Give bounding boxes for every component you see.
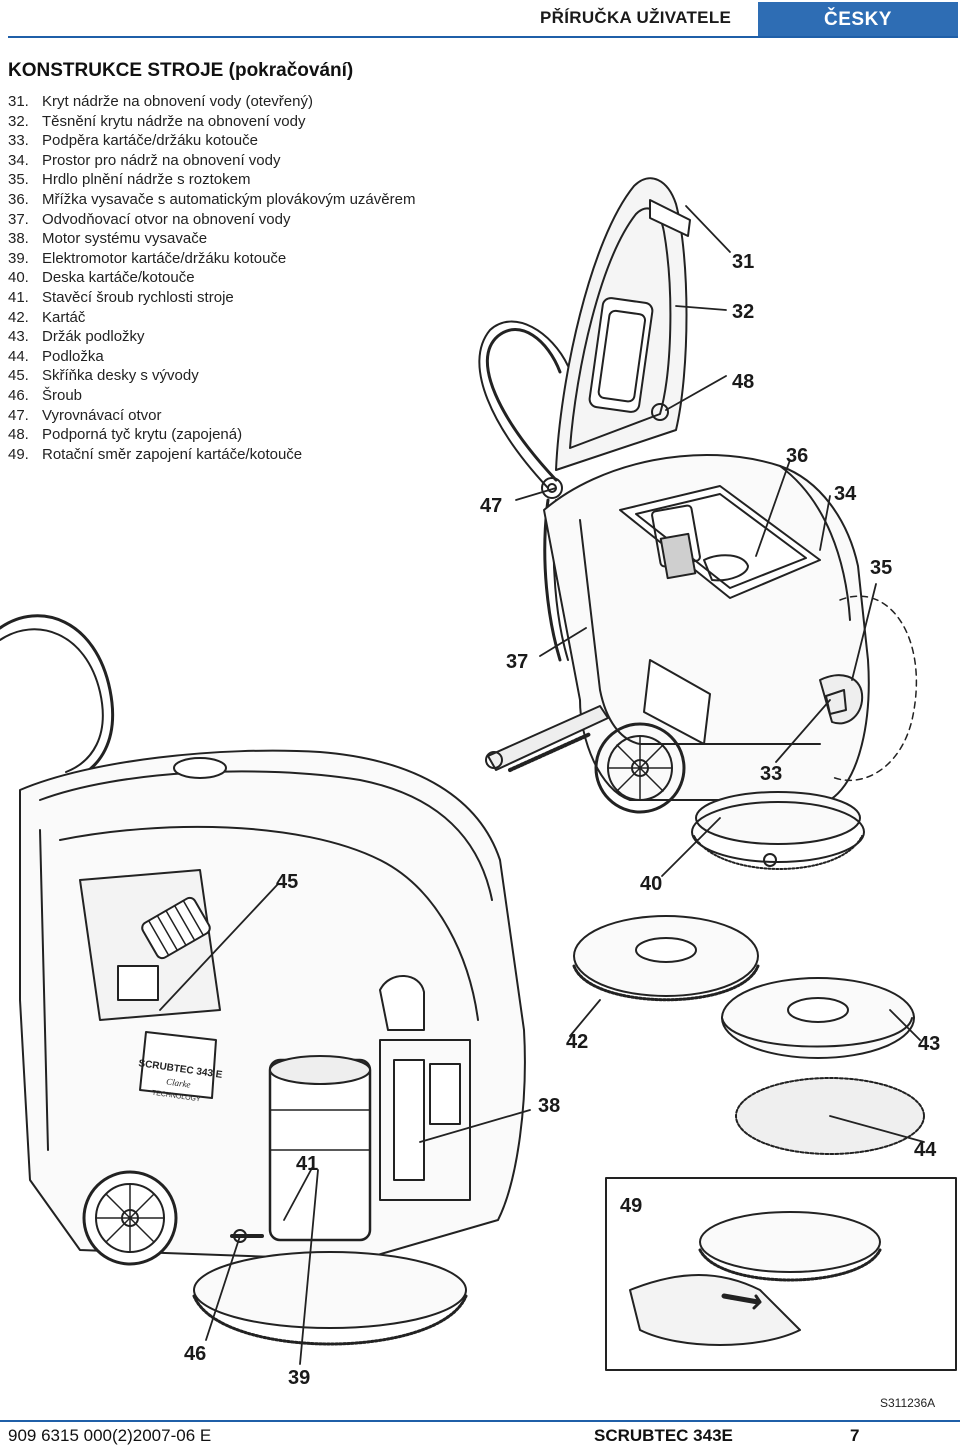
language-tab: ČESKY — [758, 2, 958, 36]
parts-list-item: 33.Podpěra kartáče/držáku kotouče — [8, 132, 258, 150]
callout-34: 34 — [834, 483, 857, 505]
upper-machine-drawing — [0, 177, 917, 870]
parts-list-item: 42.Kartáč — [8, 308, 86, 326]
manual-title: PŘÍRUČKA UŽIVATELE — [540, 8, 732, 27]
parts-list-item: 44.Podložka — [8, 347, 104, 365]
doc-number: 909 6315 000(2)2007-06 E — [8, 1426, 212, 1445]
callout-41: 41 — [296, 1153, 318, 1175]
parts-list-item: 41.Stavěcí šroub rychlosti stroje — [8, 288, 234, 306]
drawing-code: S311236A — [880, 1396, 936, 1410]
callout-38: 38 — [538, 1095, 560, 1117]
footer-model: SCRUBTEC 343E — [594, 1426, 733, 1445]
section-title: KONSTRUKCE STROJE (pokračování) — [8, 60, 354, 81]
parts-list-item: 38.Motor systému vysavače — [8, 230, 208, 248]
callout-48: 48 — [732, 371, 754, 393]
callout-47: 47 — [480, 495, 502, 517]
parts-list-item: 35.Hrdlo plnění nádrže s roztokem — [8, 171, 251, 189]
parts-list-item: 40.Deska kartáče/kotouče — [8, 269, 195, 287]
parts-list-item: 31.Kryt nádrže na obnovení vody (otevřen… — [8, 93, 313, 110]
callout-49: 49 — [620, 1195, 642, 1217]
callout-42: 42 — [566, 1031, 588, 1053]
rotation-detail — [605, 1177, 957, 1371]
footer-rule — [0, 1420, 960, 1422]
callout-45: 45 — [276, 871, 298, 893]
parts-list: 31.Kryt nádrže na obnovení vody (otevřen… — [8, 92, 415, 464]
callout-37: 37 — [506, 651, 528, 673]
parts-list-item: 39.Elektromotor kartáče/držáku kotouče — [8, 249, 287, 267]
parts-list-item: 32.Těsnění krytu nádrže na obnovení vody — [8, 112, 306, 130]
callout-35: 35 — [870, 557, 892, 579]
callout-36: 36 — [786, 445, 808, 467]
parts-list-item: 46.Šroub — [8, 386, 83, 404]
brush-pad-drawing — [572, 915, 925, 1155]
callout-40: 40 — [640, 873, 662, 895]
parts-list-item: 37.Odvodňovací otvor na obnovení vody — [8, 210, 291, 228]
callout-32: 32 — [732, 301, 754, 323]
parts-list-item: 34.Prostor pro nádrž na obnovení vody — [8, 151, 281, 169]
parts-list-item: 43.Držák podložky — [8, 328, 145, 346]
header-rule — [8, 36, 958, 38]
parts-list-item: 48.Podporná tyč krytu (zapojená) — [8, 426, 243, 444]
parts-list-item: 36.Mřížka vysavače s automatickým plovák… — [8, 190, 416, 208]
callout-39: 39 — [288, 1367, 310, 1389]
lower-machine-drawing — [19, 749, 526, 1346]
callout-31: 31 — [732, 251, 754, 273]
parts-list-item: 45.Skříňka desky s vývody — [8, 367, 199, 385]
callout-33: 33 — [760, 763, 782, 785]
parts-list-item: 49.Rotační směr zapojení kartáče/kotouče — [8, 445, 303, 463]
parts-list-item: 47.Vyrovnávací otvor — [8, 406, 162, 424]
callout-43: 43 — [918, 1033, 940, 1055]
brand-text: Clarke — [166, 1076, 192, 1089]
callout-46: 46 — [184, 1343, 206, 1365]
callout-44: 44 — [914, 1139, 937, 1161]
page-number: 7 — [850, 1426, 860, 1445]
